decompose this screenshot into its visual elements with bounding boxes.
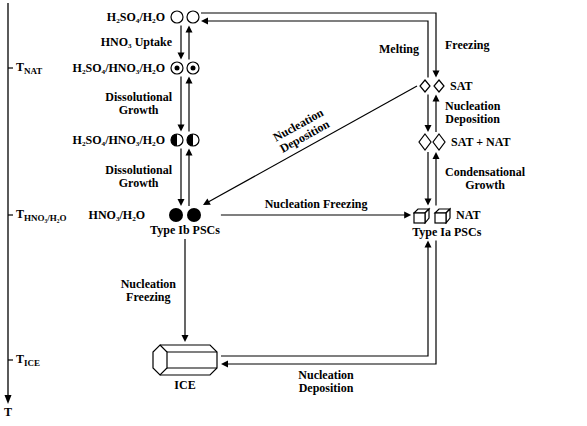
process-label: Nucleation Deposition xyxy=(270,105,333,156)
state-node: H₂SO₄/HNO₃/H₂O xyxy=(73,133,200,148)
arrow-line xyxy=(435,101,436,133)
arrow-line xyxy=(221,214,405,215)
process-label: Dissolutional Growth xyxy=(104,164,173,190)
axis-tick xyxy=(8,67,13,68)
arrow-line xyxy=(227,241,436,365)
arrow-line xyxy=(188,83,189,132)
particle-icon xyxy=(170,10,200,24)
particle-icon xyxy=(413,207,451,224)
process-label: HNO₃ Uptake xyxy=(100,36,173,49)
particle-icon xyxy=(418,133,446,151)
state-label: Type Ib PSCs xyxy=(150,223,220,238)
process-arrow xyxy=(201,13,440,78)
process-label: Nucleation Deposition xyxy=(297,369,354,395)
arrow-line xyxy=(188,155,189,207)
arrowhead xyxy=(433,71,440,78)
arrow-line xyxy=(180,77,181,126)
state-node: HNO₃/H₂O Type Ib PSCs xyxy=(89,207,220,238)
state-label: SAT + NAT xyxy=(451,135,511,150)
arrow-line xyxy=(207,21,428,78)
arrowhead xyxy=(425,241,432,248)
arrowhead xyxy=(182,335,189,342)
arrowhead xyxy=(425,199,432,206)
state-label: HNO₃/H₂O xyxy=(89,208,146,223)
arrowhead xyxy=(221,361,228,368)
arrowhead xyxy=(186,149,193,156)
state-node: H₂SO₄/H₂O xyxy=(107,10,200,25)
arrowhead xyxy=(178,125,185,132)
state-node: NAT Type Ia PSCs xyxy=(412,207,481,240)
process-label: Nucleation Freezing xyxy=(120,278,177,304)
state-label: SAT xyxy=(450,79,472,94)
arrow-line xyxy=(180,149,181,201)
process-arrow xyxy=(221,212,411,219)
process-arrow xyxy=(178,26,193,60)
process-label: Freezing xyxy=(444,39,490,52)
arrow-line xyxy=(180,26,181,54)
state-node: H₂SO₄/HNO₃/H₂O xyxy=(73,61,200,76)
arrow-line xyxy=(427,152,428,200)
process-label: Nucleation Freezing xyxy=(264,198,369,211)
state-node: SAT + NAT xyxy=(418,133,511,151)
arrowhead xyxy=(178,199,185,206)
arrow-line xyxy=(201,13,436,72)
arrow-line xyxy=(184,239,185,336)
process-arrow xyxy=(178,149,193,207)
process-label: Dissolutional Growth xyxy=(104,91,173,117)
axis-label: T xyxy=(3,406,13,419)
process-arrow xyxy=(425,152,440,206)
arrowhead xyxy=(203,199,211,205)
arrow-line xyxy=(188,32,189,60)
state-label: Type Ia PSCs xyxy=(412,225,481,240)
state-node: ICE xyxy=(150,343,220,393)
axis-arrowhead xyxy=(5,395,12,404)
arrow-line xyxy=(435,158,436,206)
arrowhead xyxy=(178,53,185,60)
arrow-line xyxy=(221,247,428,357)
arrowhead xyxy=(186,26,193,33)
particle-icon xyxy=(168,207,202,223)
arrowhead xyxy=(433,95,440,102)
arrowhead xyxy=(425,125,432,132)
arrowhead xyxy=(186,77,193,84)
arrowhead xyxy=(404,212,411,219)
axis-label: TICE xyxy=(15,353,41,367)
state-label: H₂SO₄/H₂O xyxy=(107,10,165,25)
process-arrow xyxy=(178,77,193,132)
state-node: SAT xyxy=(419,79,472,94)
particle-icon xyxy=(419,79,445,93)
particle-icon xyxy=(170,61,200,75)
axis-label: THNO₃/H₂O xyxy=(15,208,67,222)
process-label: Condensational Growth xyxy=(444,166,526,192)
process-arrow xyxy=(221,241,436,368)
process-arrow xyxy=(425,95,440,133)
arrow-line xyxy=(427,95,428,127)
state-label: H₂SO₄/HNO₃/H₂O xyxy=(73,133,165,148)
arrow-line xyxy=(208,86,417,202)
arrowhead xyxy=(433,152,440,159)
arrowhead xyxy=(201,18,208,25)
process-arrow xyxy=(203,86,417,205)
process-arrow xyxy=(201,18,428,78)
state-label: NAT xyxy=(456,208,480,223)
process-arrow xyxy=(182,239,189,342)
state-label: ICE xyxy=(174,378,195,393)
particle-icon xyxy=(170,133,200,147)
state-label: H₂SO₄/HNO₃/H₂O xyxy=(73,61,165,76)
process-label: Nucleation Deposition xyxy=(444,100,501,126)
particle-icon xyxy=(150,343,220,377)
process-label: Melting xyxy=(378,43,420,56)
axis-tick xyxy=(8,214,13,215)
axis-label: TNAT xyxy=(15,61,43,75)
axis-line xyxy=(7,3,8,396)
axis-tick xyxy=(8,359,13,360)
